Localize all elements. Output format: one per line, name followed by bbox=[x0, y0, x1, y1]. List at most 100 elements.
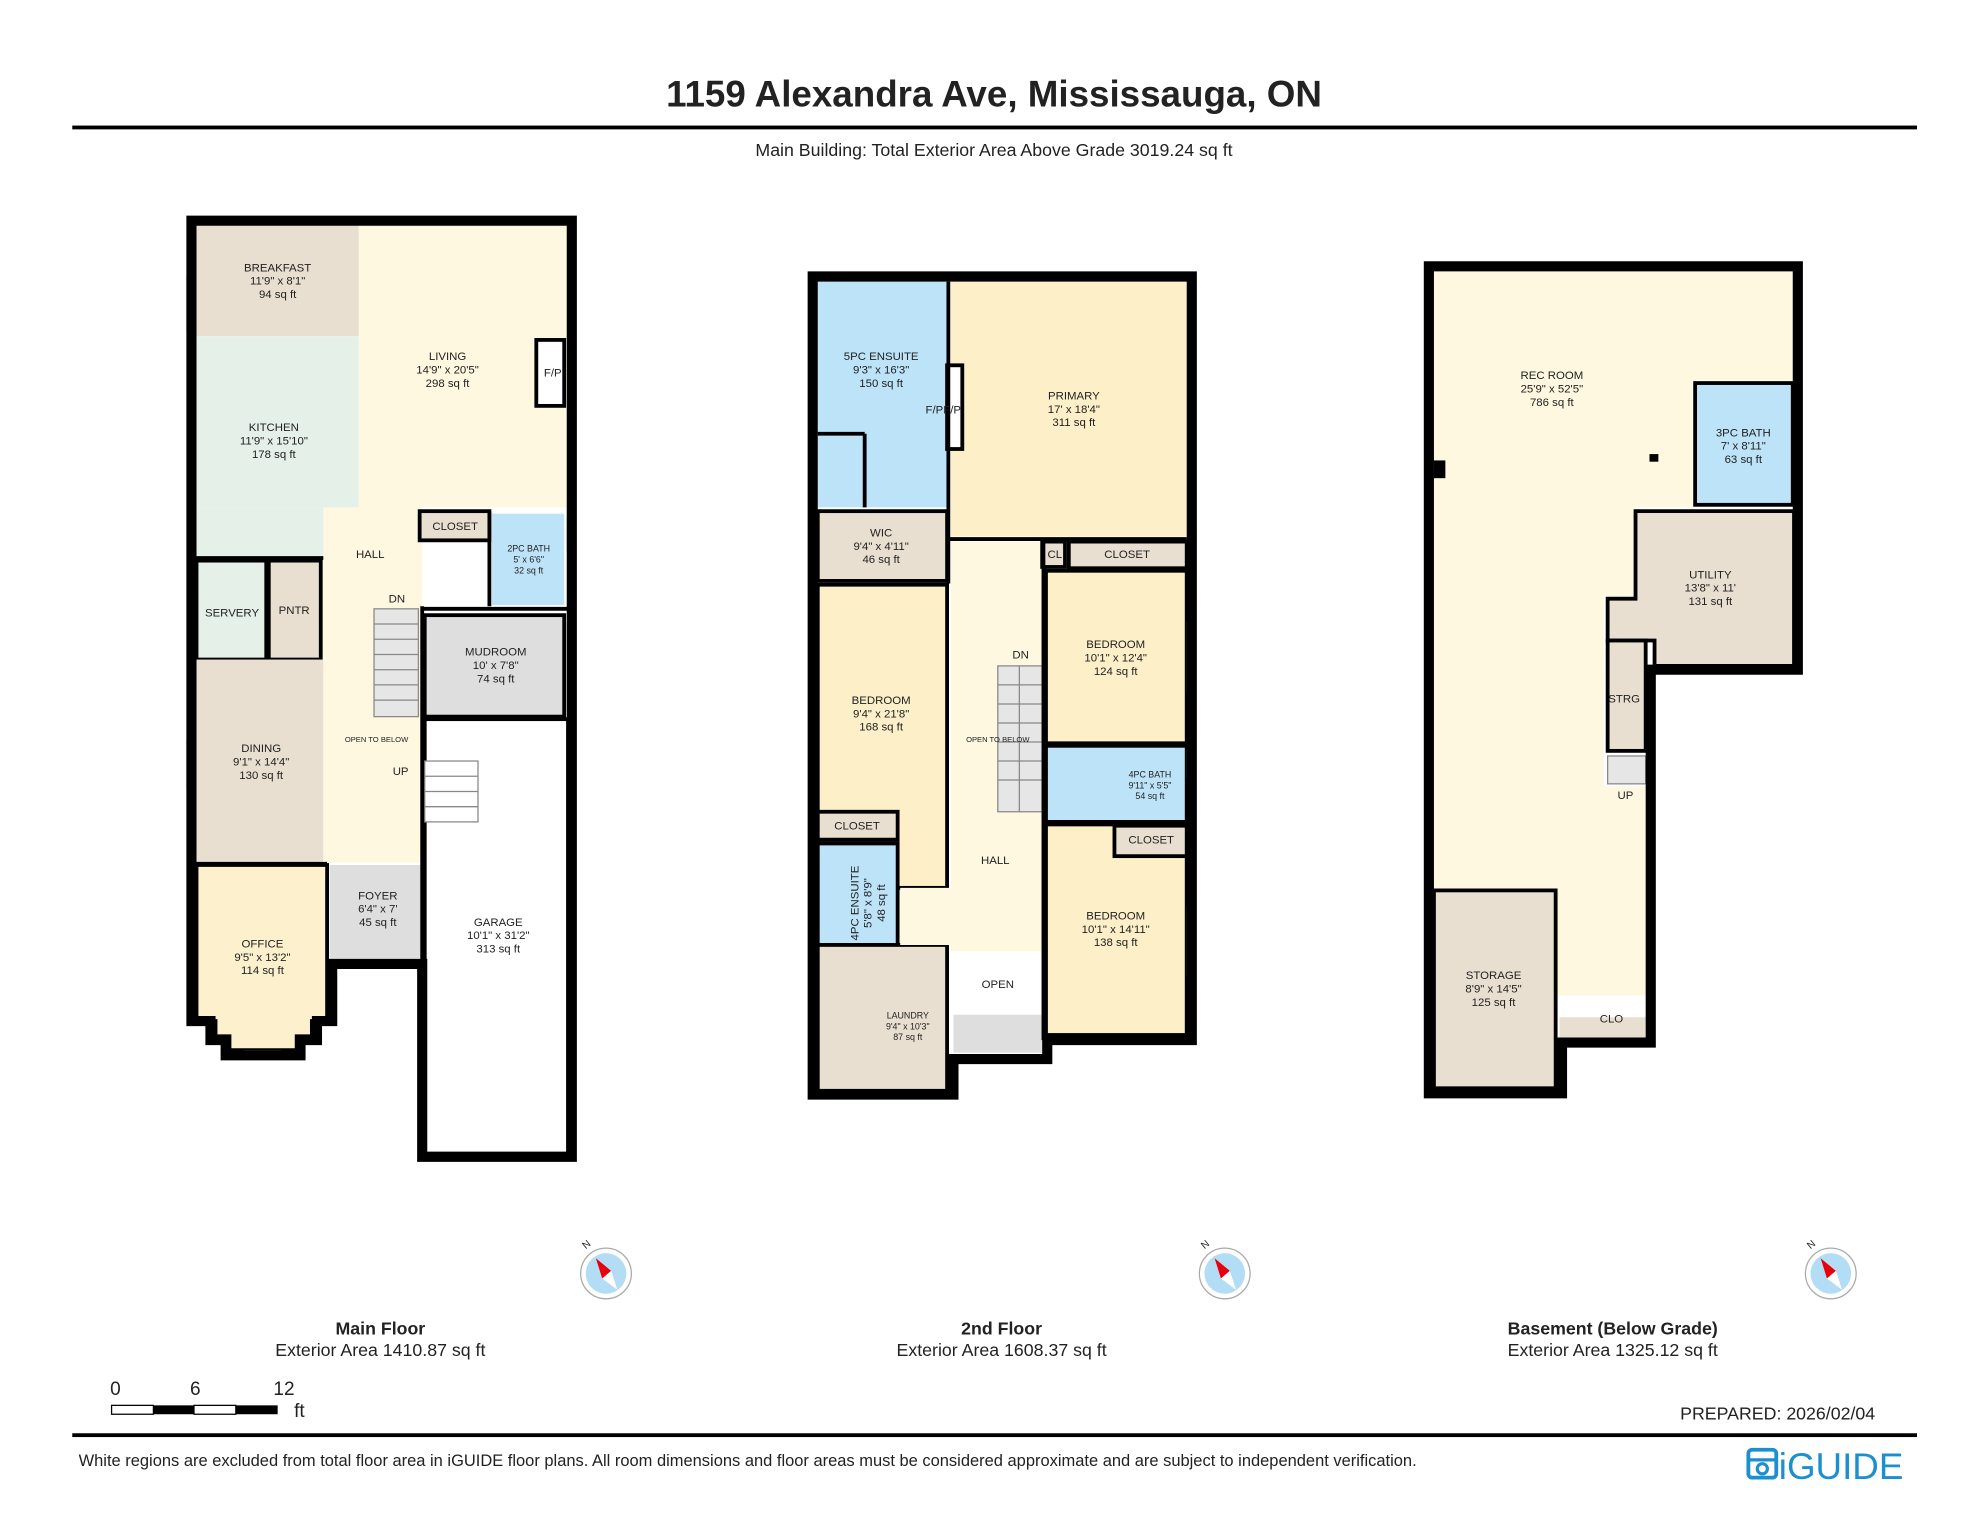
room-dimensions: 8'9" x 14'5" bbox=[1465, 984, 1521, 996]
room-open bbox=[953, 951, 1043, 1015]
plan-annotation: DN bbox=[1012, 649, 1028, 661]
room-name: CLOSET bbox=[1128, 834, 1174, 846]
room-area: 150 sq ft bbox=[859, 378, 904, 390]
room-name: 4PC BATH bbox=[1129, 770, 1172, 780]
room-kitchen bbox=[196, 336, 359, 508]
room-closet bbox=[417, 509, 492, 543]
room-breakfast bbox=[196, 224, 359, 337]
room-name: 4PC ENSUITE bbox=[849, 865, 861, 940]
room-name: BREAKFAST bbox=[244, 262, 311, 274]
room-area: 94 sq ft bbox=[259, 289, 297, 301]
scale-segment bbox=[110, 1404, 155, 1415]
room-dimensions: 10'1" x 14'11" bbox=[1082, 924, 1150, 936]
room-name: 3PC BATH bbox=[1716, 427, 1771, 439]
room-dimensions: 11'9" x 15'10" bbox=[240, 436, 308, 448]
room-name: OFFICE bbox=[242, 938, 284, 950]
room-dimensions: 5' x 6'6" bbox=[513, 555, 544, 565]
room-strg bbox=[1605, 638, 1648, 753]
room-name: HALL bbox=[981, 855, 1010, 867]
column bbox=[1649, 454, 1659, 462]
room-dimensions: 11'9" x 8'1" bbox=[250, 276, 305, 288]
page-subtitle: Main Building: Total Exterior Area Above… bbox=[755, 140, 1232, 160]
room-kitchen-lower bbox=[196, 507, 324, 559]
plan-annotation: F/P bbox=[926, 404, 944, 416]
room-bedroom-124 bbox=[1044, 568, 1189, 746]
room-dimensions: 9'4" x 10'3" bbox=[886, 1021, 930, 1031]
room-dimensions: 5'8" x 8'9" bbox=[863, 878, 875, 928]
room-area: 130 sq ft bbox=[239, 770, 284, 782]
plan-annotation: DN bbox=[389, 593, 405, 605]
room-name: CLOSET bbox=[834, 821, 880, 833]
room-area: 131 sq ft bbox=[1688, 596, 1733, 608]
room-5pc-ensuite bbox=[817, 281, 948, 508]
room-area: 168 sq ft bbox=[859, 722, 904, 734]
room-area: 45 sq ft bbox=[359, 917, 397, 929]
compass-north-label: N bbox=[1805, 1239, 1818, 1252]
room-area: 138 sq ft bbox=[1094, 937, 1139, 949]
room-name: CLO bbox=[1600, 1013, 1624, 1025]
staircase bbox=[997, 665, 1043, 813]
room-name: CLOSET bbox=[432, 521, 478, 533]
staircase bbox=[373, 608, 479, 823]
room-dimensions: 25'9" x 52'5" bbox=[1521, 384, 1584, 396]
room-name: 5PC ENSUITE bbox=[844, 351, 919, 363]
room-area: 311 sq ft bbox=[1052, 417, 1096, 429]
scale-unit: ft bbox=[294, 1401, 305, 1422]
room-name: CLOSET bbox=[1104, 549, 1150, 561]
room-4pc-bath bbox=[1044, 743, 1189, 824]
room-dimensions: 14'9" x 20'5" bbox=[416, 365, 479, 377]
room-dimensions: 10'1" x 31'2" bbox=[467, 930, 530, 942]
room-dimensions: 9'4" x 4'11" bbox=[853, 541, 908, 553]
scale-segment bbox=[193, 1404, 237, 1415]
room-name: CL bbox=[1048, 549, 1063, 561]
plan-annotation: UP bbox=[393, 766, 409, 778]
main-floor-title: Main Floor bbox=[335, 1318, 425, 1338]
room-name: REC ROOM bbox=[1520, 370, 1583, 382]
room-closet bbox=[1066, 539, 1189, 571]
basement-plan bbox=[1423, 261, 1803, 1099]
scale-segment bbox=[235, 1405, 278, 1415]
room-name: FOYER bbox=[358, 890, 397, 902]
scale-bar: 0 6 12 ft bbox=[110, 1379, 305, 1422]
second-floor-title: 2nd Floor bbox=[961, 1318, 1042, 1338]
scale-tick: 0 bbox=[110, 1379, 121, 1400]
staircase bbox=[1607, 755, 1647, 785]
room-dimensions: 7' x 8'11" bbox=[1721, 441, 1766, 453]
landing bbox=[953, 1014, 1043, 1053]
room-dimensions: 9'11" x 5'5" bbox=[1128, 780, 1171, 790]
room-primary bbox=[950, 281, 1187, 537]
room-area: 48 sq ft bbox=[876, 884, 888, 922]
room-closet bbox=[1112, 823, 1189, 859]
room-area: 114 sq ft bbox=[241, 965, 285, 977]
room-dining bbox=[196, 659, 324, 863]
room-name: SERVERY bbox=[205, 607, 259, 619]
compass-icon: N bbox=[580, 1239, 633, 1300]
room-name: BEDROOM bbox=[1086, 639, 1145, 651]
iguide-logo: iGUIDE bbox=[1746, 1446, 1904, 1487]
room-rec-room bbox=[1433, 271, 1793, 996]
second-floor-plan bbox=[807, 271, 1197, 1100]
compass-north-label: N bbox=[1199, 1239, 1212, 1252]
scale-tick: 12 bbox=[273, 1379, 294, 1400]
basement-title: Basement (Below Grade) bbox=[1508, 1318, 1718, 1338]
room-area: 54 sq ft bbox=[1135, 791, 1165, 801]
plan-annotation: UP bbox=[1617, 790, 1633, 802]
room-dimensions: 10'1" x 12'4" bbox=[1084, 652, 1147, 664]
room-name: OPEN bbox=[982, 979, 1014, 991]
room-dimensions: 6'4" x 7' bbox=[358, 904, 397, 916]
main-floor-exterior-wall bbox=[186, 215, 577, 1162]
room-name: STORAGE bbox=[1466, 970, 1522, 982]
logo-text: iGUIDE bbox=[1779, 1446, 1904, 1487]
compass-icon: N bbox=[1804, 1239, 1857, 1300]
room-name: PNTR bbox=[279, 605, 310, 617]
room-area: 32 sq ft bbox=[514, 565, 544, 575]
room-name: DINING bbox=[241, 743, 281, 755]
room-name: BEDROOM bbox=[852, 695, 911, 707]
page-title: 1159 Alexandra Ave, Mississauga, ON bbox=[666, 74, 1322, 115]
room-name: WIC bbox=[870, 528, 892, 540]
room-hall bbox=[900, 541, 1043, 952]
compass-north-label: N bbox=[581, 1239, 594, 1252]
second-floor-exterior-wall bbox=[807, 271, 1197, 1100]
